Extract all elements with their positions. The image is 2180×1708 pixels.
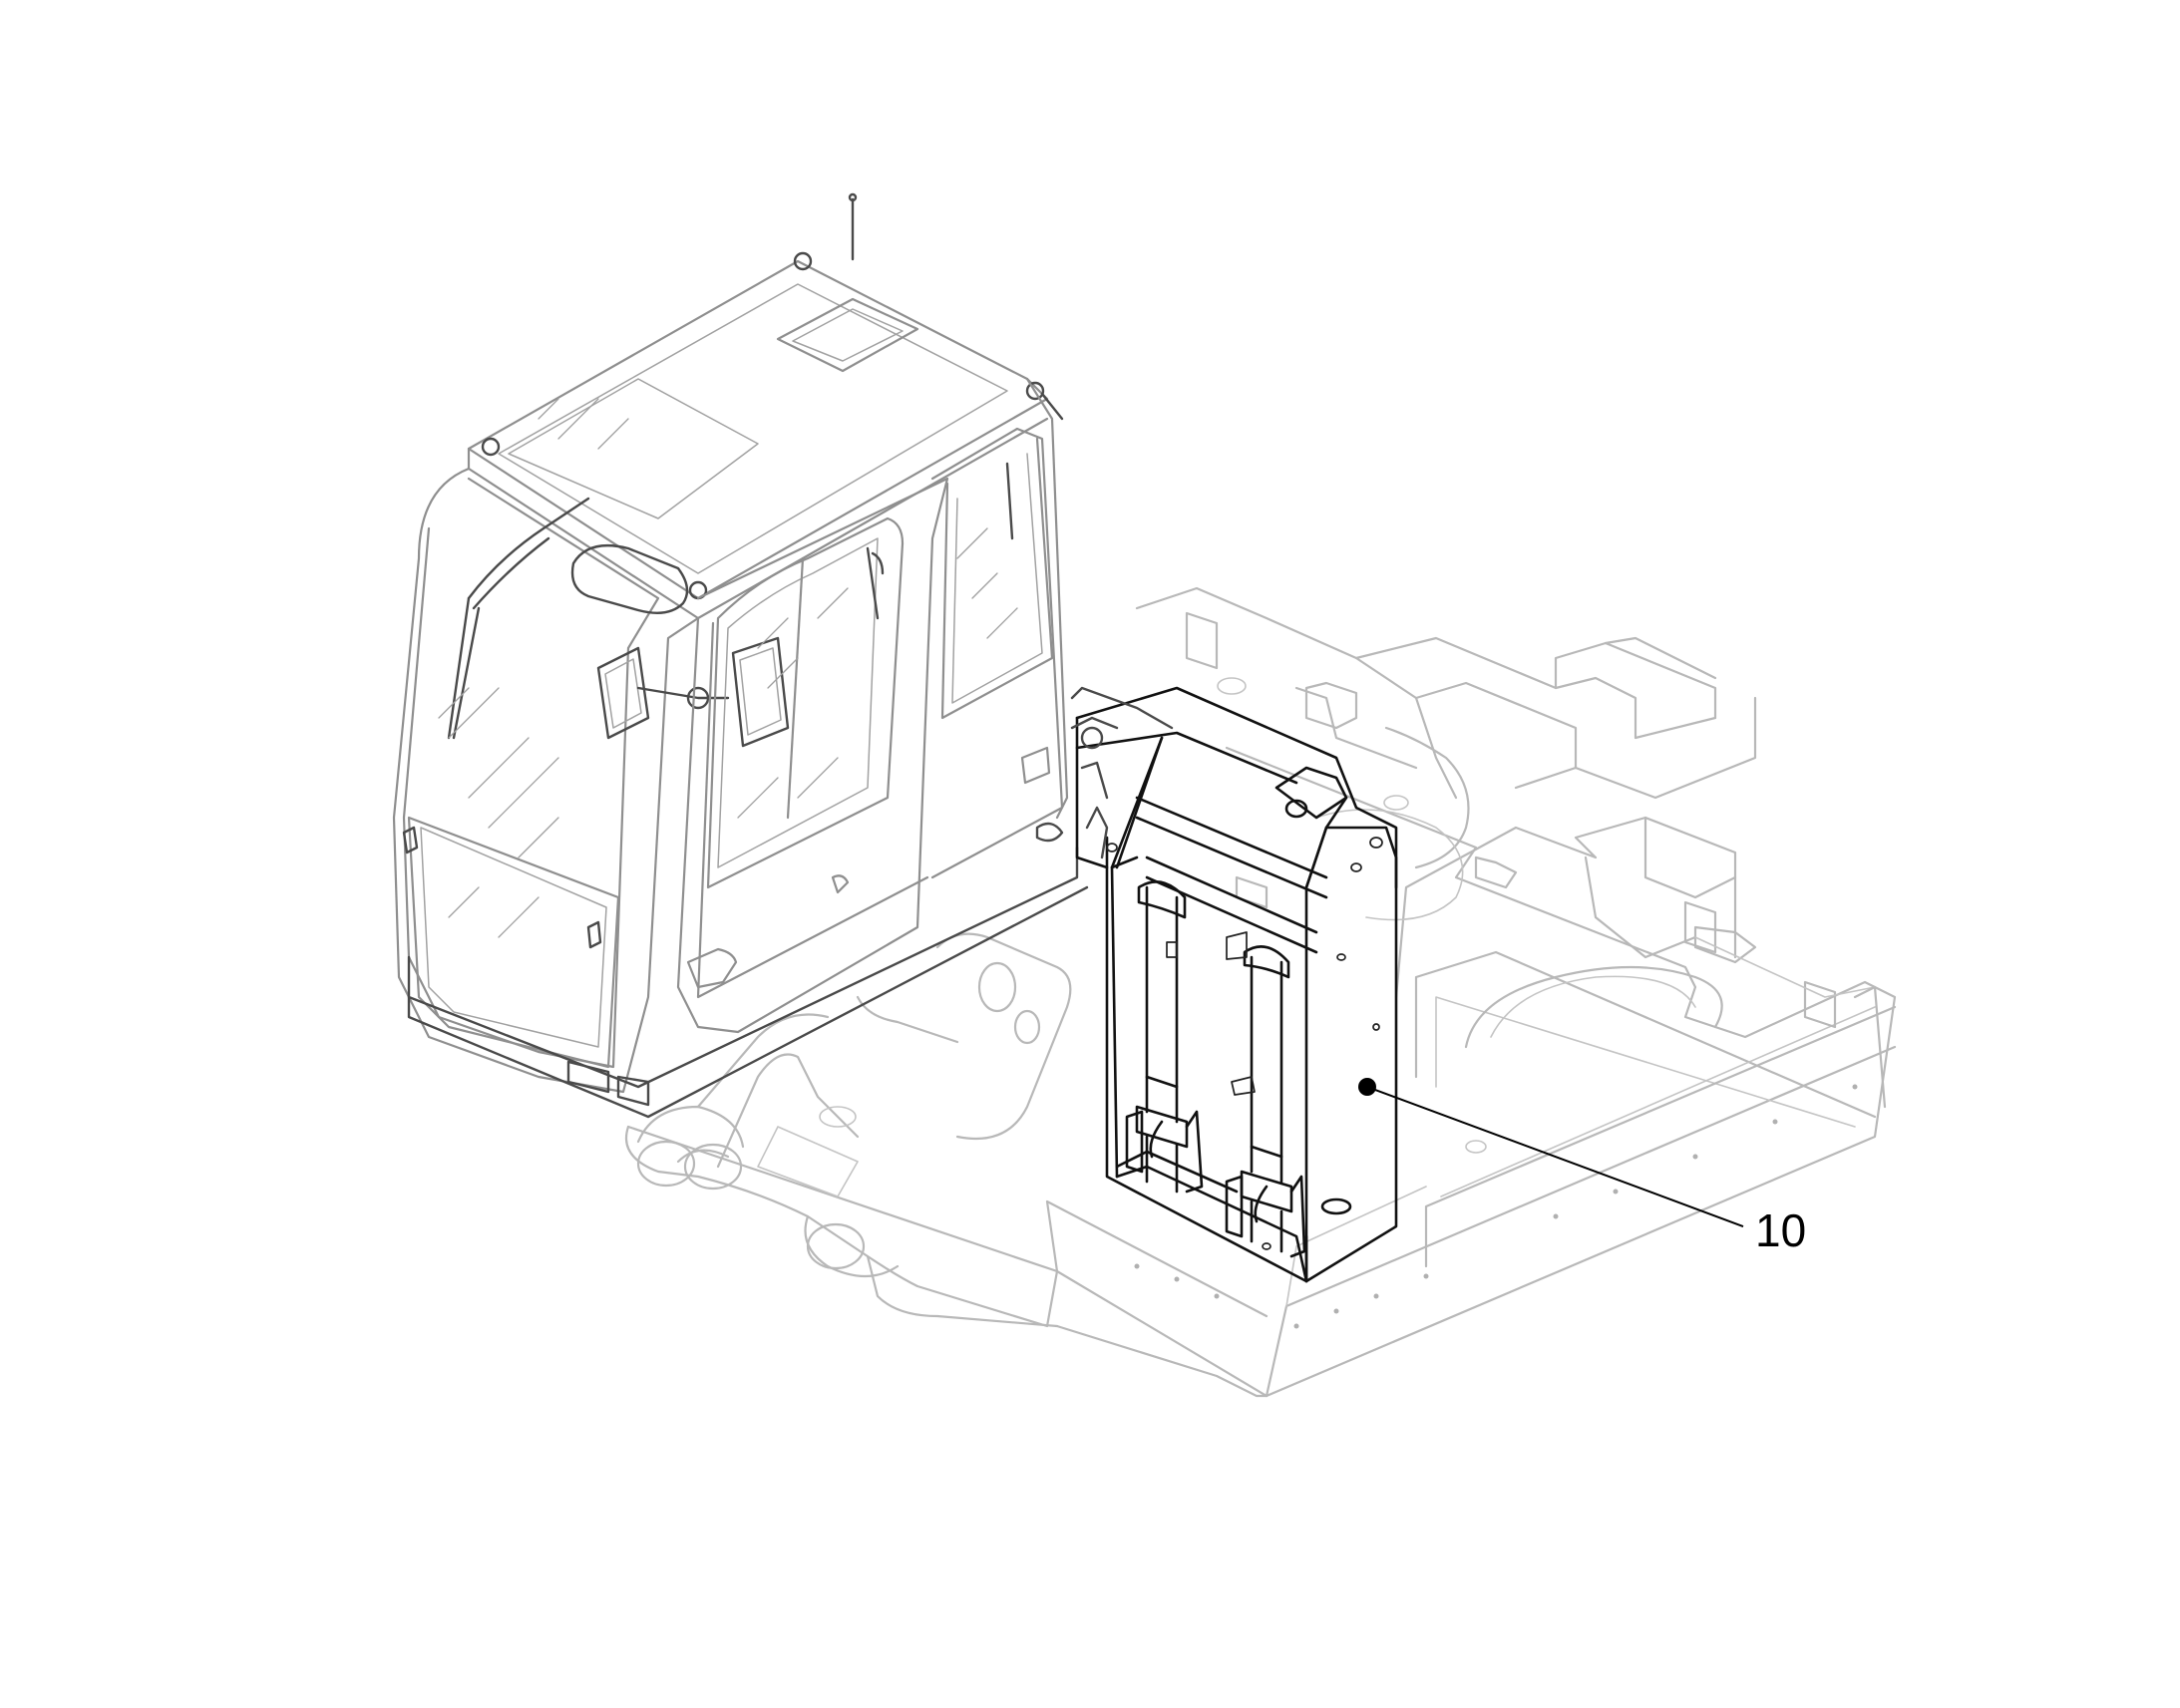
callout-leader-line	[1366, 1086, 1744, 1227]
operator-cab-context	[392, 192, 1089, 1119]
callout-label: 10	[1755, 1204, 1806, 1256]
cab-riser-frame	[1075, 686, 1398, 1283]
upper-frame-context	[624, 586, 1897, 1398]
riser-cab-joint	[1070, 686, 1174, 859]
callout-10: 10	[1366, 1086, 1806, 1256]
deck-bolt-dots	[1134, 1084, 1858, 1329]
glass-hatching	[438, 398, 1018, 938]
